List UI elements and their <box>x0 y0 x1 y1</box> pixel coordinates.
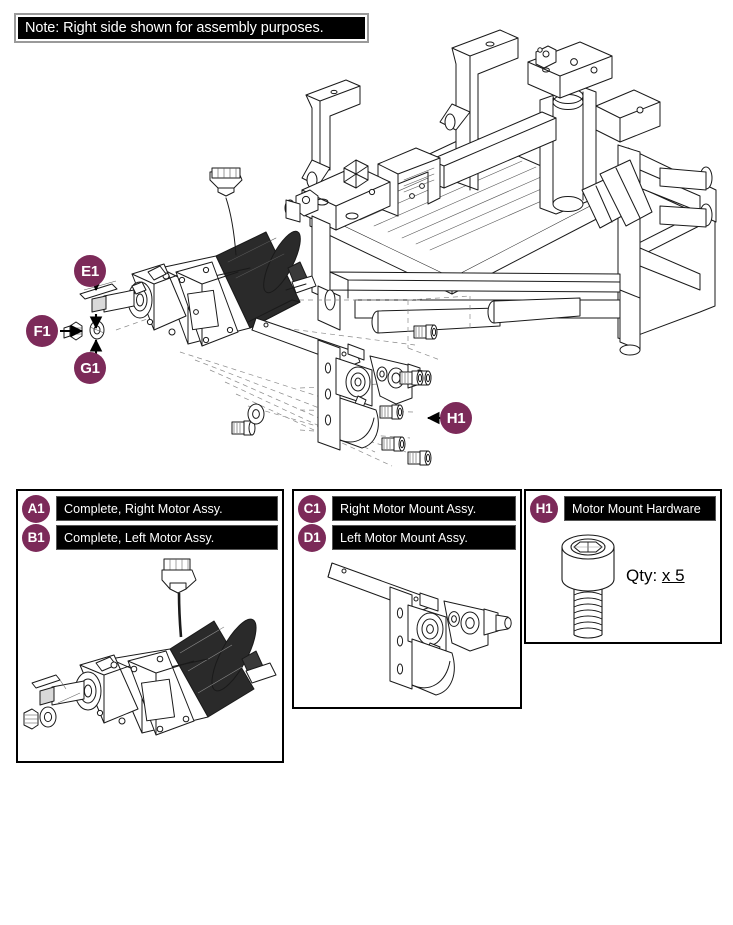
legend-text-b1: Complete, Left Motor Assy. <box>56 525 278 550</box>
wheelchair-base-frame <box>284 29 717 356</box>
quantity-prefix: Qty: <box>626 566 662 585</box>
legend-code-h1: H1 <box>530 494 558 523</box>
legend-panel-hardware: H1 Motor Mount Hardware <box>524 489 722 644</box>
legend-panel-motor-assembly: A1 Complete, Right Motor Assy. B1 Comple… <box>16 489 284 763</box>
legend-code-c1: C1 <box>298 494 326 523</box>
legend-row-h1[interactable]: H1 Motor Mount Hardware <box>530 494 716 523</box>
legend-row-d1[interactable]: D1 Left Motor Mount Assy. <box>298 523 516 552</box>
callout-bubble-e1[interactable]: E1 <box>74 255 106 287</box>
motor-mount-bracket-illustration <box>327 562 512 696</box>
callout-bubble-f1[interactable]: F1 <box>26 315 58 347</box>
note-banner-inner: Note: Right side shown for assembly purp… <box>18 17 365 39</box>
note-banner: Note: Right side shown for assembly purp… <box>14 13 369 43</box>
note-text: Note: Right side shown for assembly purp… <box>25 20 324 36</box>
legend-rows-motor-mount: C1 Right Motor Mount Assy. D1 Left Motor… <box>298 494 516 553</box>
legend-row-b1[interactable]: B1 Complete, Left Motor Assy. <box>22 523 278 552</box>
legend-text-a1: Complete, Right Motor Assy. <box>56 496 278 521</box>
quantity-value: x 5 <box>661 566 685 585</box>
motor-mount-bracket <box>251 317 432 451</box>
legend-panel-motor-mount: C1 Right Motor Mount Assy. D1 Left Motor… <box>292 489 522 709</box>
legend-row-c1[interactable]: C1 Right Motor Mount Assy. <box>298 494 516 523</box>
callout-arrows <box>60 274 448 425</box>
callout-bubble-g1[interactable]: G1 <box>74 352 106 384</box>
axle-washer <box>89 320 105 340</box>
quantity-text: Qty: x 5 <box>626 566 685 586</box>
legend-text-h1: Motor Mount Hardware <box>564 496 716 521</box>
legend-code-a1: A1 <box>22 494 50 523</box>
callout-label-e1: E1 <box>81 262 99 280</box>
callout-label-f1: F1 <box>33 322 51 340</box>
socket-head-cap-screw-illustration <box>561 534 615 639</box>
legend-rows-hardware: H1 Motor Mount Hardware <box>530 494 716 524</box>
legend-code-d1: D1 <box>298 523 326 552</box>
motor-with-gearbox <box>91 230 317 347</box>
motor-connector-cable <box>209 167 243 256</box>
callout-label-g1: G1 <box>80 359 100 377</box>
legend-rows-motor-assembly: A1 Complete, Right Motor Assy. B1 Comple… <box>22 494 278 553</box>
complete-motor-assembly-illustration <box>23 558 277 736</box>
legend-row-a1[interactable]: A1 Complete, Right Motor Assy. <box>22 494 278 523</box>
callout-bubble-h1[interactable]: H1 <box>440 402 472 434</box>
axle-nut <box>63 321 83 341</box>
motor-mount-screws <box>231 324 438 466</box>
callout-label-h1: H1 <box>446 409 466 427</box>
legend-text-c1: Right Motor Mount Assy. <box>332 496 516 521</box>
assembly-projection-lines <box>112 295 471 467</box>
legend-text-d1: Left Motor Mount Assy. <box>332 525 516 550</box>
legend-code-b1: B1 <box>22 523 50 552</box>
